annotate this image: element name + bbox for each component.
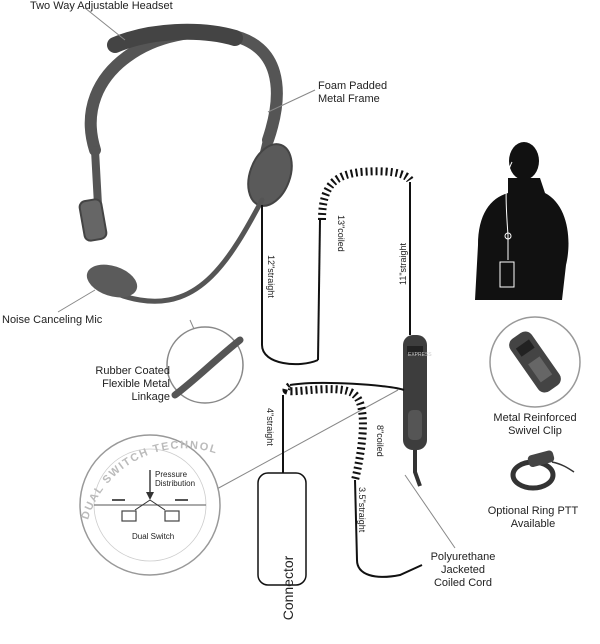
- label-linkage-line1: Rubber Coated: [95, 365, 170, 377]
- label-swivel-clip: Metal Reinforced Swivel Clip: [480, 412, 590, 438]
- label-linkage: Rubber Coated Flexible Metal Linkage: [80, 365, 170, 404]
- connector-box: [257, 472, 307, 586]
- left-arm: [91, 146, 102, 209]
- silhouette-wire: [499, 161, 515, 288]
- label-linkage-line3: Linkage: [131, 391, 170, 403]
- label-12-straight: 12"straight: [266, 255, 276, 298]
- label-cord-line2: Jacketed: [440, 564, 486, 576]
- headset-diagram: DUAL SWITCH TECHNOLOGY Two Way Adjustabl…: [0, 0, 590, 620]
- label-clip-line1: Metal Reinforced: [493, 412, 577, 424]
- coil-13: [318, 167, 414, 221]
- wearer-silhouette: [475, 142, 569, 300]
- label-headset: Two Way Adjustable Headset: [30, 0, 173, 12]
- ptt-box: [403, 335, 427, 487]
- upper-cord: [261, 167, 414, 366]
- label-frame-line2: Metal Frame: [318, 93, 380, 105]
- label-4-straight: 4"straight: [265, 408, 275, 446]
- label-pressure-line1: Pressure: [155, 470, 188, 479]
- label-frame-line1: Foam Padded: [318, 80, 388, 92]
- label-linkage-line2: Flexible Metal: [102, 378, 170, 390]
- swivel-clip-detail: [489, 316, 581, 408]
- label-pressure-line2: Distribution: [155, 479, 196, 488]
- coil-8: [282, 382, 367, 481]
- ring-ptt-illustration: [510, 450, 575, 491]
- label-cord-line1: Polyurethane: [430, 551, 496, 563]
- left-pad: [78, 198, 108, 242]
- headband-pad: [107, 23, 243, 53]
- earpiece: [247, 143, 293, 207]
- label-13-coiled: 13"coiled: [336, 215, 346, 252]
- label-coiled-cord: Polyurethane Jacketed Coiled Cord: [418, 551, 508, 590]
- mic-foam: [86, 264, 138, 298]
- label-pressure: Pressure Distribution: [155, 470, 195, 488]
- label-dual-switch: Dual Switch: [132, 532, 175, 541]
- label-ring-line2: Available: [510, 518, 556, 530]
- diagram-artwork: DUAL SWITCH TECHNOLOGY: [0, 0, 581, 586]
- label-35-straight: 3.5"straight: [357, 487, 367, 533]
- label-cord-line3: Coiled Cord: [433, 577, 493, 589]
- label-11-straight: 11"straight: [398, 242, 408, 285]
- headset-illustration: [78, 23, 293, 304]
- linkage-detail: [166, 326, 244, 404]
- label-ring-line1: Optional Ring PTT: [487, 505, 579, 517]
- connector-label: Connector: [280, 555, 296, 621]
- label-frame: Foam Padded Metal Frame: [318, 80, 387, 106]
- label-clip-line2: Swivel Clip: [508, 425, 562, 437]
- label-8-coiled: 8"coiled: [375, 425, 385, 457]
- ptt-brand: EXPRESS: [408, 352, 432, 358]
- label-mic: Noise Canceling Mic: [2, 314, 103, 326]
- lower-cord: [282, 381, 423, 578]
- label-ring-ptt: Optional Ring PTT Available: [478, 505, 588, 531]
